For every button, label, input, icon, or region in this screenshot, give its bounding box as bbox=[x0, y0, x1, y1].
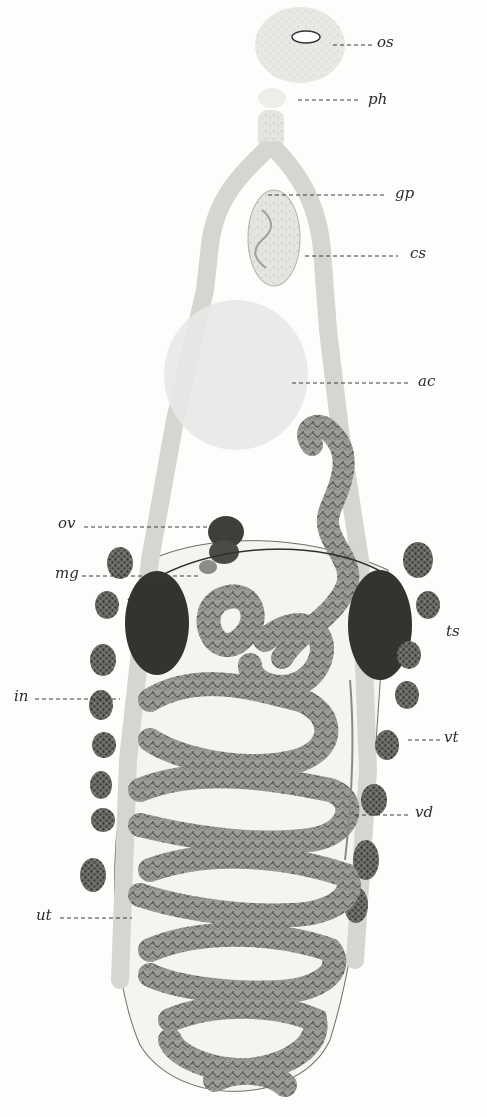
label-pharynx: ph bbox=[368, 90, 387, 108]
oral-opening bbox=[292, 31, 320, 43]
label-mehlis-gland: mg bbox=[55, 564, 79, 582]
cirrus-sac bbox=[248, 190, 300, 286]
label-acetabulum: ac bbox=[418, 372, 435, 390]
label-ovary: ov bbox=[58, 514, 76, 532]
label-oral-sucker: os bbox=[377, 33, 394, 51]
acetabulum bbox=[164, 300, 308, 450]
oral-sucker bbox=[255, 7, 345, 83]
label-cirrus-sac: cs bbox=[410, 244, 426, 262]
mehlis-gland bbox=[199, 560, 217, 574]
label-testis: ts bbox=[446, 622, 460, 640]
label-vas-deferens: vd bbox=[415, 803, 433, 821]
pharynx bbox=[258, 88, 286, 108]
label-uterus: ut bbox=[36, 906, 52, 924]
label-genital-pore: gp bbox=[395, 184, 414, 202]
label-intestine: in bbox=[14, 687, 28, 705]
label-vitellaria: vt bbox=[444, 728, 459, 746]
testis-left bbox=[125, 571, 189, 675]
